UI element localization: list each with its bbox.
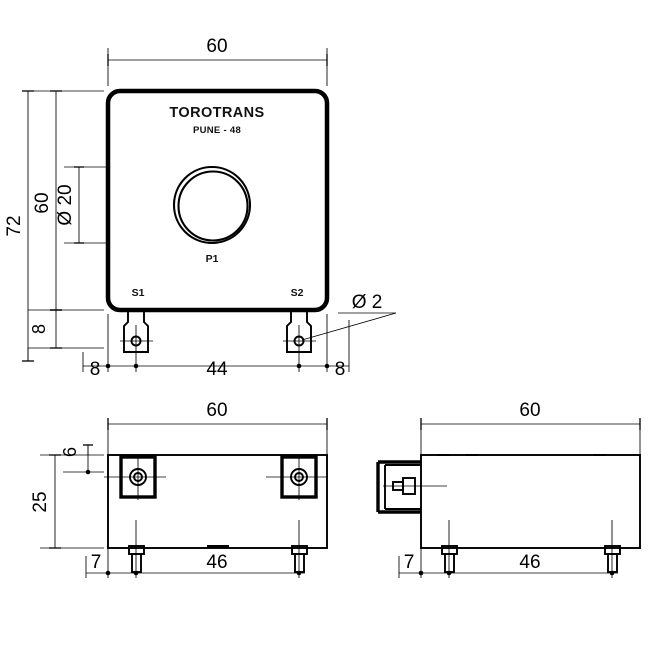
side-view: 60: [376, 400, 641, 578]
front-view-dim-pin-hole-text: Ø 2: [352, 292, 383, 313]
front-view-dim-pin-height: 8: [29, 309, 62, 349]
front-view-dim-pin-hole: Ø 2: [301, 292, 397, 341]
bottom-view-dim-bottom-chain: 7 46: [86, 552, 305, 576]
side-view-dim-bottom-center-text: 46: [519, 552, 540, 573]
bottom-view-dim-top-offset-text: 6: [60, 447, 80, 457]
bottom-view-dim-bottom-center-text: 46: [206, 552, 227, 573]
front-view: 60 72 60 8 Ø 20: [4, 36, 397, 380]
side-view-bracket-bolt: [383, 477, 447, 495]
front-view-dim-bottom-right-text: 8: [335, 359, 346, 380]
front-view-primary-label: P1: [206, 253, 219, 265]
side-view-body-outline: [420, 454, 641, 549]
front-view-secondary-label-s2: S2: [291, 287, 304, 299]
side-view-dim-bottom-left-text: 7: [404, 552, 415, 573]
front-view-dim-bore: Ø 20: [55, 166, 84, 244]
bottom-view-dim-height: 25: [30, 454, 61, 549]
bottom-view-dim-height-text: 25: [30, 491, 51, 512]
bottom-view-center-notch: [207, 545, 229, 548]
bottom-view-dim-top-width: 60: [107, 400, 328, 430]
side-view-dim-top-width: 60: [420, 400, 641, 430]
front-view-dim-overall-height: 72: [4, 90, 34, 362]
bottom-view-dim-bottom-left-text: 7: [91, 552, 102, 573]
front-view-dim-top-width: 60: [107, 36, 328, 66]
front-view-brand-sub: PUNE - 48: [193, 125, 241, 136]
side-view-dim-bottom-chain: 7 46: [399, 552, 618, 576]
front-view-dim-bottom-left-text: 8: [90, 359, 101, 380]
bottom-view-dim-top-offset: 6: [60, 444, 93, 475]
front-view-dim-bottom-chain: 8 44 8: [83, 359, 349, 380]
front-view-dim-body-height-text: 60: [32, 192, 53, 213]
front-view-bore-inner-ring: [177, 170, 249, 242]
front-view-brand-name: TOROTRANS: [169, 105, 264, 121]
front-view-dim-bottom-center-text: 44: [206, 359, 228, 380]
bottom-view: 60 6 25: [30, 400, 328, 578]
front-view-terminal-s2: [283, 310, 316, 356]
front-view-secondary-label-s1: S1: [132, 287, 145, 299]
front-view-dim-bore-text: Ø 20: [55, 184, 76, 225]
bottom-view-pin-right: [291, 520, 308, 573]
bottom-view-mounting-pad-right: [266, 455, 327, 500]
side-view-dim-top-width-text: 60: [519, 400, 540, 421]
bottom-view-mounting-pad-left: [104, 455, 166, 500]
side-view-mounting-bracket: [376, 460, 421, 514]
front-view-dim-overall-height-text: 72: [4, 215, 25, 236]
front-view-dim-pin-height-text: 8: [29, 324, 49, 334]
front-view-dim-top-width-text: 60: [206, 36, 227, 57]
front-view-terminal-s1: [120, 310, 153, 356]
bottom-view-dim-top-width-text: 60: [206, 400, 227, 421]
